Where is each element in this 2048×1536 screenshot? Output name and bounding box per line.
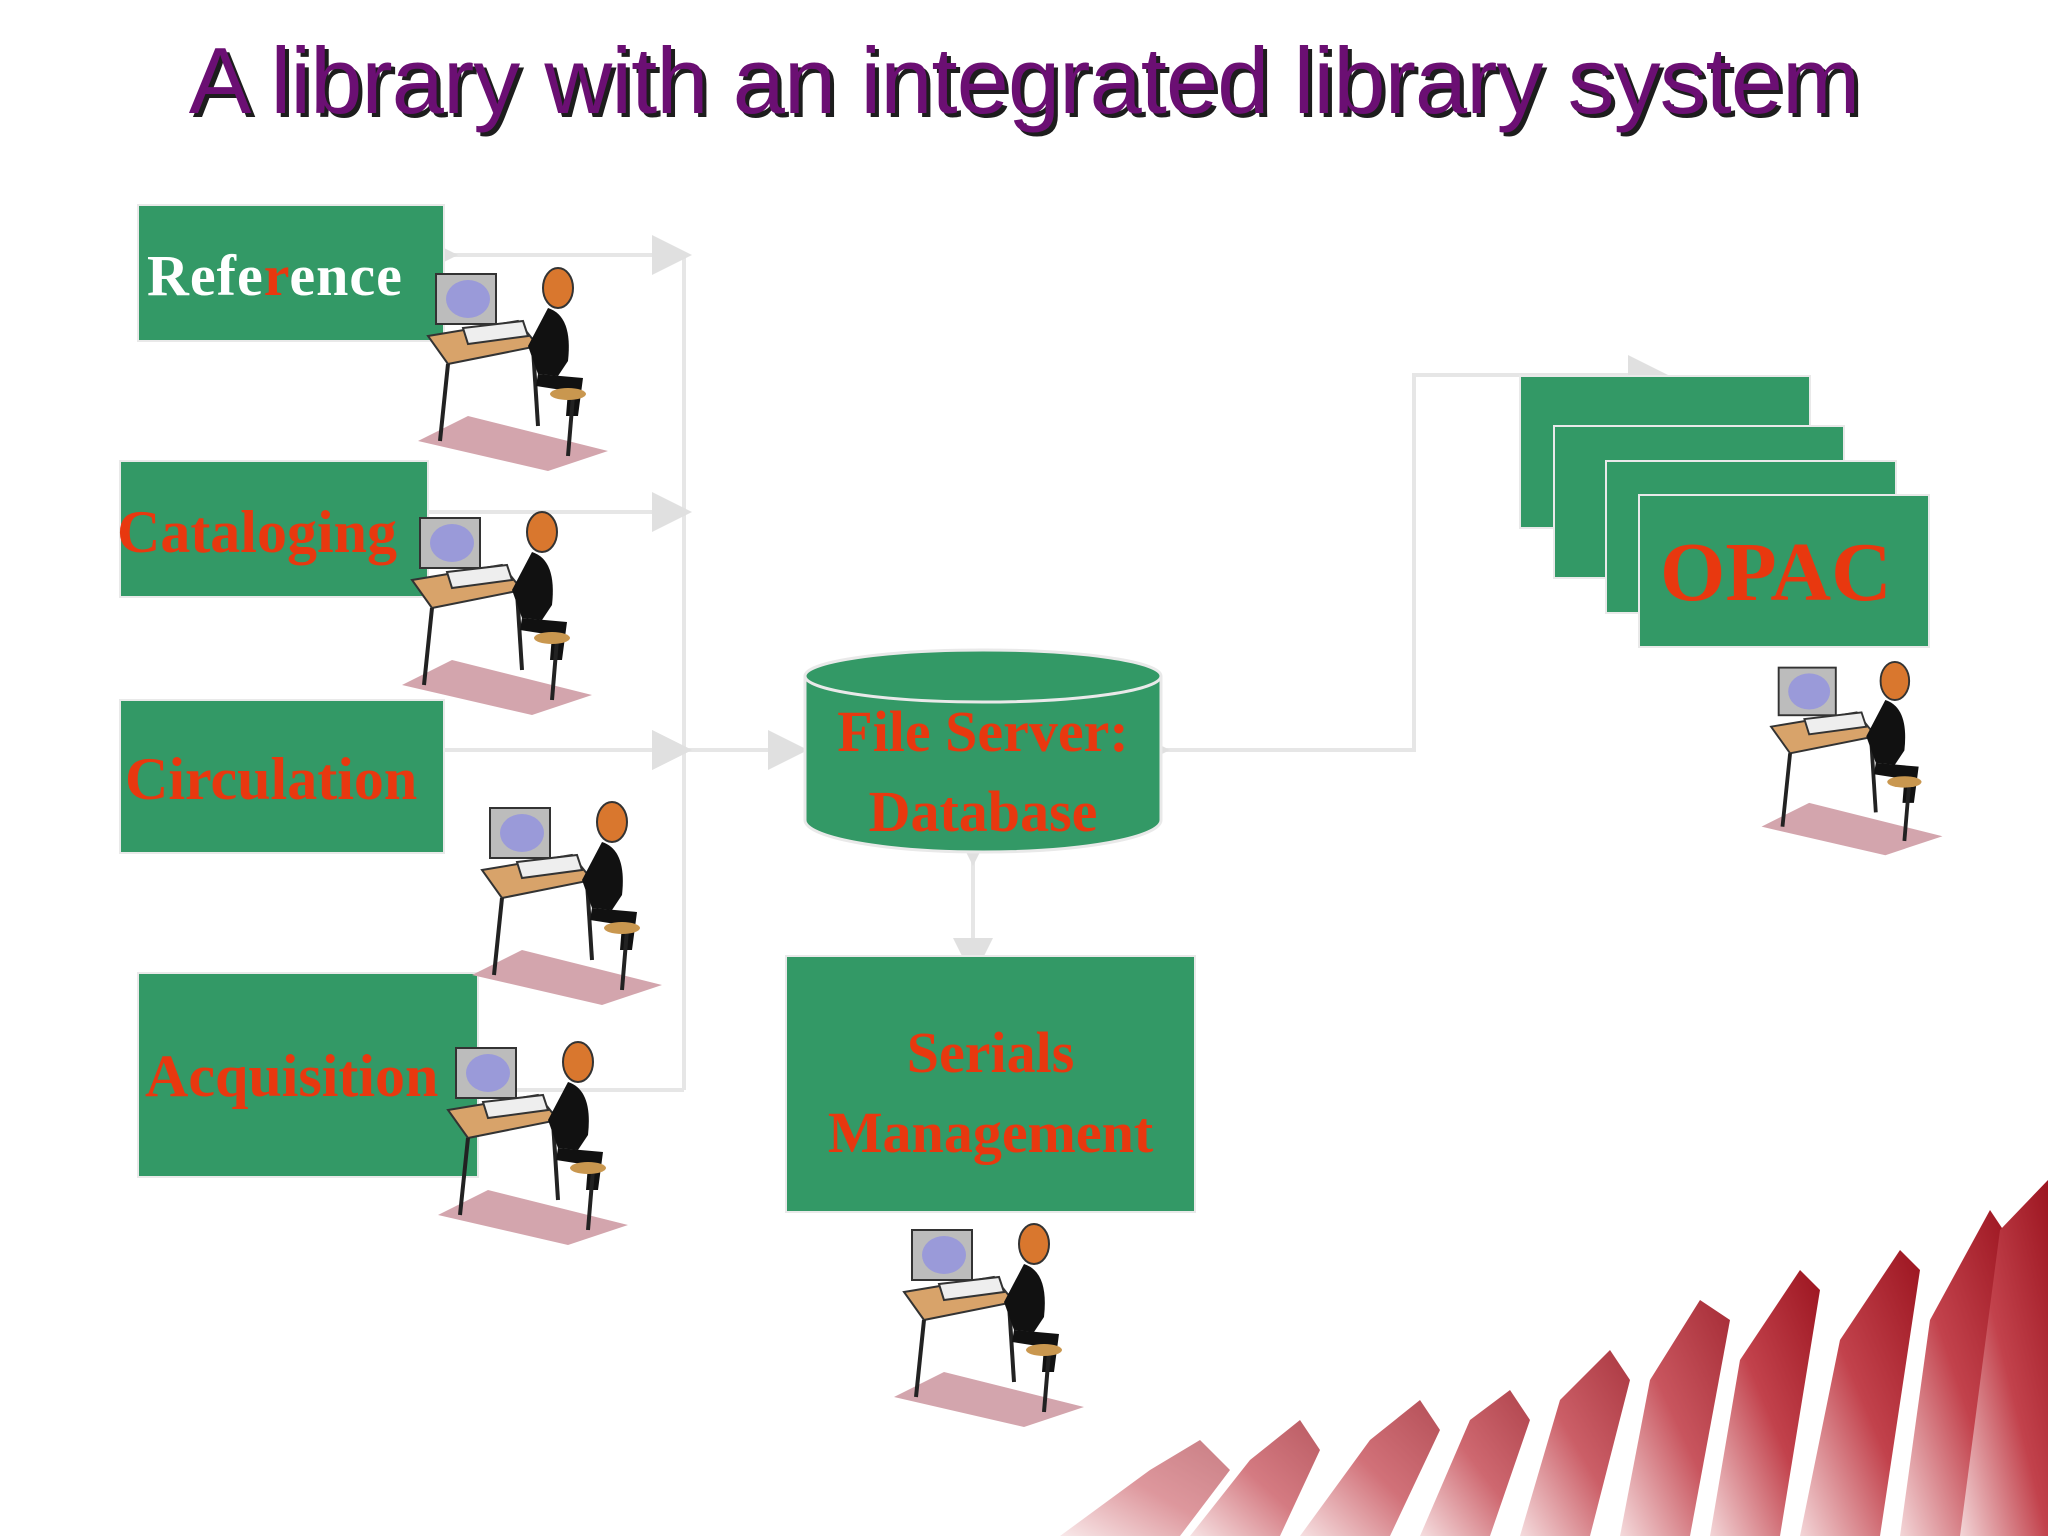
serials-box: Serials Management: [785, 955, 1196, 1213]
opac-box: OPAC: [1638, 494, 1930, 648]
reference-label: Reference: [147, 242, 403, 309]
database-label: File Server: Database: [803, 692, 1163, 852]
person-at-computer-icon: [418, 267, 608, 471]
reference-label-highlight: r: [263, 243, 290, 308]
acquisition-box: Acquisition: [137, 972, 479, 1178]
database-label-line1: File Server:: [837, 699, 1129, 764]
person-at-computer-icon: [894, 1223, 1084, 1427]
person-at-computer-icon: [402, 511, 592, 715]
circulation-label: Circulation: [125, 746, 418, 812]
serials-label-line1: Serials: [906, 1020, 1075, 1085]
opac-label: OPAC: [1660, 526, 1892, 619]
acquisition-label: Acquisition: [145, 1043, 439, 1109]
circulation-box: Circulation: [119, 699, 445, 854]
person-at-computer-icon: [438, 1041, 628, 1245]
person-at-computer-icon: [472, 801, 662, 1005]
serials-label: Serials Management: [787, 1013, 1194, 1173]
reference-box: Reference: [137, 204, 445, 342]
reference-label-part: Refe: [147, 243, 264, 308]
database-label-line2: Database: [868, 779, 1098, 844]
reference-label-part: ence: [289, 243, 403, 308]
cataloging-box: Cataloging: [117, 460, 429, 598]
person-at-computer-icon: [1761, 660, 1943, 856]
slide-title: A library with an integrated library sys…: [188, 28, 1861, 133]
serials-label-line2: Management: [827, 1100, 1154, 1165]
cataloging-label: Cataloging: [117, 499, 398, 565]
